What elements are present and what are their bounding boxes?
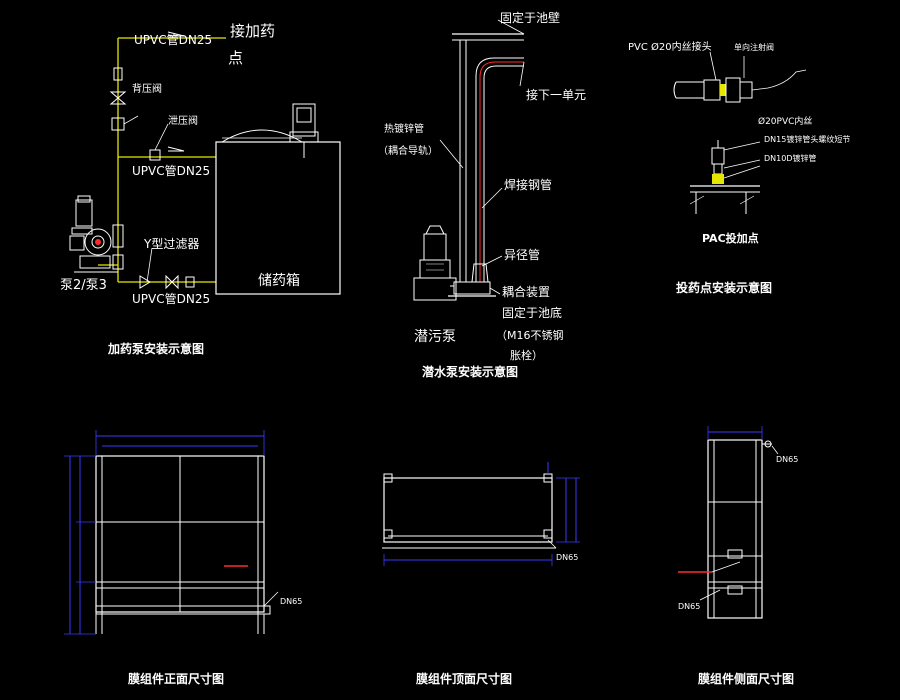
submersible-pump-diagram: 固定于池壁 接下一单元 热镀锌管 （耦合导轨） 焊接钢管 异径管 耦合装置 固定… [378, 10, 586, 379]
dosing-pump-title: 加药泵安装示意图 [107, 341, 204, 356]
submersible-pump [413, 225, 457, 301]
next-unit-label: 接下一单元 [526, 87, 586, 102]
back-pressure-valve-label: 背压阀 [132, 82, 162, 95]
membrane-top-view: DN65 膜组件顶面尺寸图 [382, 462, 580, 686]
dosing-point-title: 投药点安装示意图 [676, 280, 772, 295]
check-valve-label: 单向注射阀 [734, 42, 774, 52]
relief-valve-symbol [149, 149, 161, 161]
agitator-motor [289, 103, 319, 158]
dosing-pump-diagram: UPVC管DN25 接加药 点 背压阀 泄压阀 UPVC管DN25 Y型过滤器 … [60, 22, 341, 356]
tank-label: 储药箱 [258, 273, 300, 289]
bolt-label-2: 胀栓） [510, 348, 543, 362]
fixed-bottom-label: 固定于池底 [502, 305, 562, 320]
relief-valve-label: 泄压阀 [168, 114, 198, 127]
guide-label-1: 热镀锌管 [384, 122, 424, 135]
membrane-top-title: 膜组件顶面尺寸图 [416, 671, 512, 686]
submersible-title: 潜水泵安装示意图 [422, 364, 518, 379]
side-dn65-top-label: DN65 [776, 455, 798, 464]
dosing-point-diagram: PVC Ø20内丝接头 单向注射阀 Ø20PVC内丝 DN15镀锌管头螺纹短节 … [628, 40, 850, 295]
pac-label: PAC投加点 [702, 231, 759, 245]
pipe-core [479, 61, 524, 282]
threaded-nipple [712, 174, 724, 184]
pipe-bottom-label: UPVC管DN25 [132, 291, 210, 306]
joint-nut [720, 84, 726, 96]
dosing-pump [69, 195, 118, 273]
membrane-side-view: DN65 DN65 膜组件侧面尺寸图 [678, 426, 798, 686]
pipe-top-label: UPVC管DN25 [134, 32, 212, 47]
valve-1 [113, 67, 123, 81]
pumps-label: 泵2/泵3 [60, 278, 107, 293]
reducer-label: 异径管 [504, 247, 540, 262]
pvc-internal-label: Ø20PVC内丝 [758, 115, 812, 127]
coupling-device [453, 281, 491, 295]
side-dn65-bottom-label: DN65 [678, 602, 700, 611]
coupling-label: 耦合装置 [502, 284, 550, 299]
check-valve [739, 81, 753, 99]
flow-arrow-mid [167, 146, 185, 152]
membrane-side-title: 膜组件侧面尺寸图 [698, 671, 794, 686]
y-filter-label: Y型过滤器 [143, 237, 199, 251]
bottom-valve-symbol [165, 274, 179, 290]
storage-tank [215, 141, 341, 295]
valve-4 [112, 254, 124, 270]
bolt-label-1: （M16不锈钢 [496, 329, 564, 342]
y-filter-symbol [139, 275, 151, 289]
back-pressure-valve-symbol [109, 91, 127, 105]
front-dn65-label: DN65 [280, 597, 302, 606]
pipe-mid-label: UPVC管DN25 [132, 163, 210, 178]
fixed-wall-label: 固定于池壁 [500, 10, 560, 25]
valve-3 [112, 224, 124, 248]
membrane-front-view: DN65 膜组件正面尺寸图 [64, 430, 302, 686]
to-dosing-label-1: 接加药 [230, 22, 275, 40]
dn15-label: DN15镀锌管头螺纹短节 [764, 134, 850, 144]
top-dn65-label: DN65 [556, 553, 578, 562]
to-dosing-label-2: 点 [228, 49, 243, 67]
welded-pipe-label: 焊接钢管 [504, 177, 552, 192]
guide-label-2: （耦合导轨） [378, 144, 438, 157]
submersible-pump-label: 潜污泵 [414, 329, 456, 345]
pvc-joint-label: PVC Ø20内丝接头 [628, 40, 712, 53]
pvc-joint [703, 79, 721, 101]
flange [185, 276, 195, 288]
flow-arrow-top [167, 31, 185, 37]
dn10-label: DN10D镀锌管 [764, 153, 816, 163]
membrane-front-title: 膜组件正面尺寸图 [128, 671, 224, 686]
